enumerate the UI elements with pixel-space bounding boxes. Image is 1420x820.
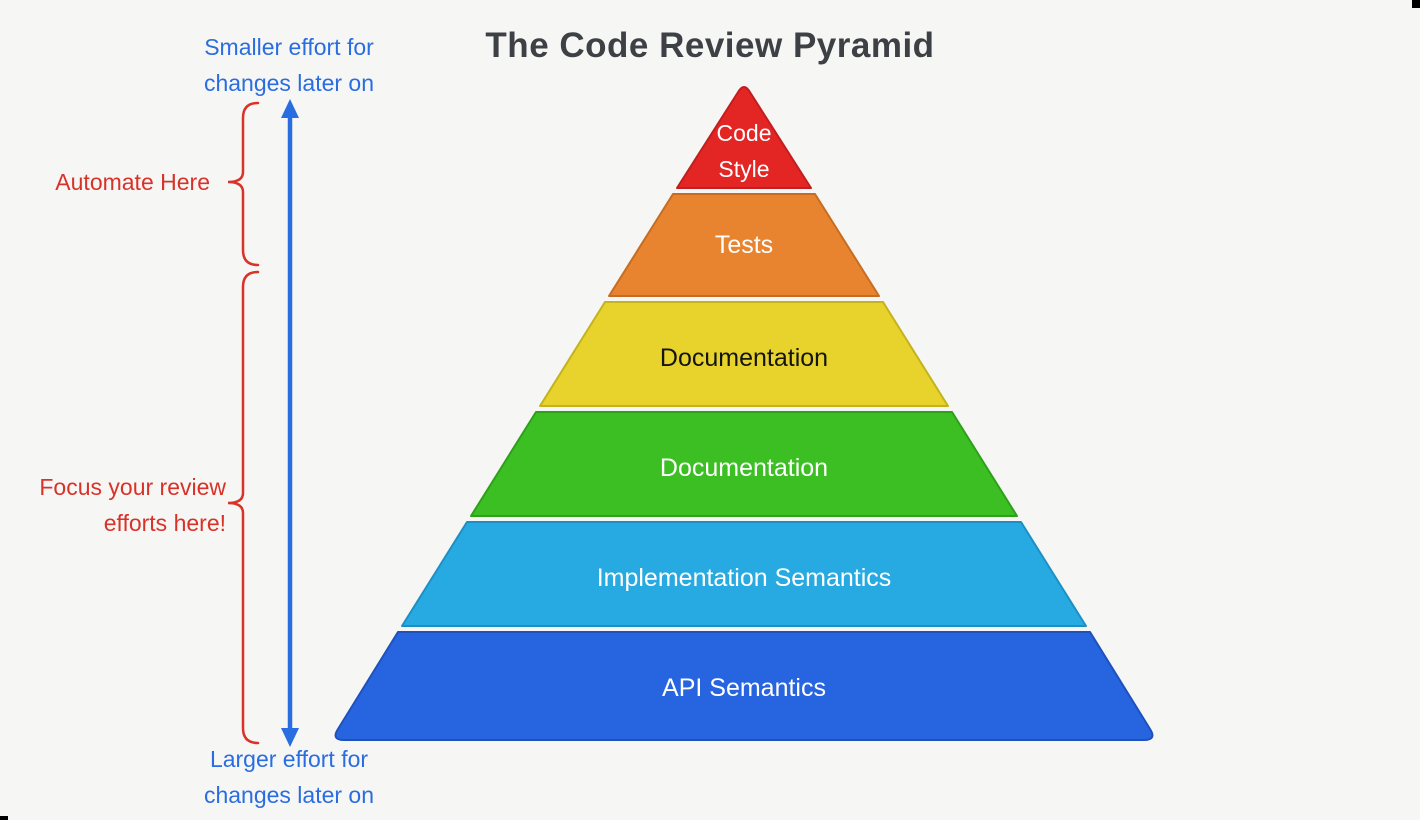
outline-documentation-yellow xyxy=(539,301,949,407)
layer-label-code-style: Code Style xyxy=(717,115,772,187)
layer-label-line: Code xyxy=(716,120,772,146)
layer-label-tests: Tests xyxy=(714,231,774,259)
annotation-line: efforts here! xyxy=(103,510,226,536)
corner-mark-top-right xyxy=(1412,0,1420,8)
outline-documentation-green xyxy=(470,411,1018,517)
pyramid-layer-tests xyxy=(609,194,879,296)
effort-arrow-down-head xyxy=(281,728,299,747)
outline-code-style xyxy=(676,86,812,189)
annotation-line: Smaller effort for xyxy=(204,34,374,60)
annotation-larger-effort: Larger effort for changes later on xyxy=(159,741,419,813)
layer-label-line: Style xyxy=(718,156,770,182)
annotation-focus-review: Focus your review efforts here! xyxy=(0,469,226,541)
annotation-line: changes later on xyxy=(203,70,375,96)
corner-mark-bottom-left xyxy=(0,816,8,820)
pyramid-layer-documentation-green xyxy=(471,412,1017,516)
pyramid-layer-api-semantics xyxy=(335,632,1153,740)
annotation-automate-here: Automate Here xyxy=(55,169,210,195)
page-title: The Code Review Pyramid xyxy=(485,26,935,65)
annotation-line: Larger effort for xyxy=(209,746,369,772)
outline-api-semantics xyxy=(334,631,1154,741)
layer-label-documentation-green: Documentation xyxy=(659,454,829,482)
layer-label-documentation-yellow: Documentation xyxy=(659,344,829,372)
pyramid-layer-code-style xyxy=(677,87,811,188)
pyramid-outlines xyxy=(334,86,1154,741)
outline-tests xyxy=(608,193,880,297)
effort-arrow-up-head xyxy=(281,99,299,118)
layer-label-implementation-semantics: Implementation Semantics xyxy=(596,564,892,592)
effort-direction-arrow-icon xyxy=(281,99,299,747)
focus-brace-icon xyxy=(227,270,260,745)
automate-brace-icon xyxy=(227,101,260,267)
pyramid-layer-implementation-semantics xyxy=(402,522,1086,626)
annotation-line: Focus your review xyxy=(39,474,226,500)
annotation-smaller-effort: Smaller effort for changes later on xyxy=(159,29,419,101)
layer-label-api-semantics: API Semantics xyxy=(662,674,826,702)
outline-implementation-semantics xyxy=(401,521,1087,627)
annotation-line: changes later on xyxy=(203,782,375,808)
pyramid-layer-documentation-yellow xyxy=(540,302,948,406)
